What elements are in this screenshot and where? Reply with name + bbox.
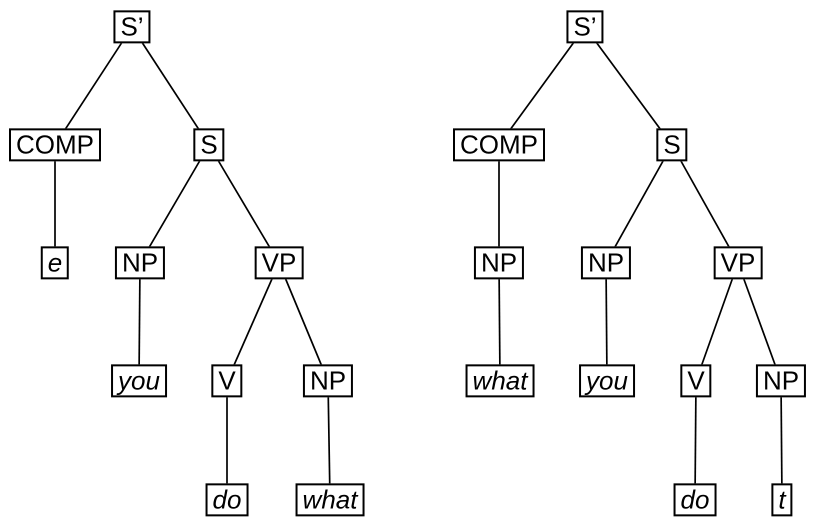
left-node-np-object: NP <box>302 364 354 398</box>
left-node-word-do: do <box>205 483 249 517</box>
tree-edge-v-do <box>694 380 697 501</box>
left-node-word-you: you <box>111 364 167 398</box>
right-node-word-do: do <box>673 483 717 517</box>
right-node-np-object: NP <box>755 364 807 398</box>
tree-edge-s-vp <box>671 144 739 264</box>
tree-edge-np_obj-what <box>327 380 331 501</box>
left-node-s-prime: S’ <box>113 10 151 44</box>
right-node-s: S <box>656 128 688 162</box>
tree-edge-s_bar-comp <box>54 26 133 146</box>
right-node-vp: VP <box>713 246 763 280</box>
tree-edge-np_subj-you <box>138 262 141 382</box>
tree-edge-s_bar-s <box>131 26 210 146</box>
left-node-v: V <box>211 364 243 398</box>
tree-edge-np_comp-what <box>498 262 501 382</box>
tree-edge-np_subj-you <box>605 262 608 382</box>
right-node-v: V <box>680 364 712 398</box>
left-node-comp: COMP <box>9 128 101 162</box>
right-node-s-prime: S’ <box>566 10 604 44</box>
tree-edge-s-np_subj <box>605 144 673 264</box>
tree-edge-np_obj-t <box>780 380 783 501</box>
left-node-vp: VP <box>254 246 304 280</box>
right-node-word-you: you <box>579 364 635 398</box>
left-node-empty-e: e <box>40 246 70 280</box>
tree-edge-vp-np_obj <box>737 262 782 382</box>
right-node-trace-t: t <box>771 483 793 517</box>
tree-edge-s-vp <box>208 144 280 264</box>
tree-edge-vp-v <box>695 262 739 382</box>
left-node-word-what: what <box>295 483 365 517</box>
left-node-s: S <box>193 128 225 162</box>
tree-edge-s_bar-comp <box>498 26 586 146</box>
right-node-comp: COMP <box>453 128 545 162</box>
right-node-np-subject: NP <box>580 246 632 280</box>
left-node-np-subject: NP <box>114 246 166 280</box>
tree-edge-vp-np_obj <box>278 262 329 382</box>
tree-edge-s_bar-s <box>584 26 673 146</box>
tree-edge-s-np_subj <box>139 144 210 264</box>
right-node-word-what: what <box>465 364 535 398</box>
right-node-np-comp: NP <box>473 246 525 280</box>
tree-edge-vp-v <box>226 262 280 382</box>
